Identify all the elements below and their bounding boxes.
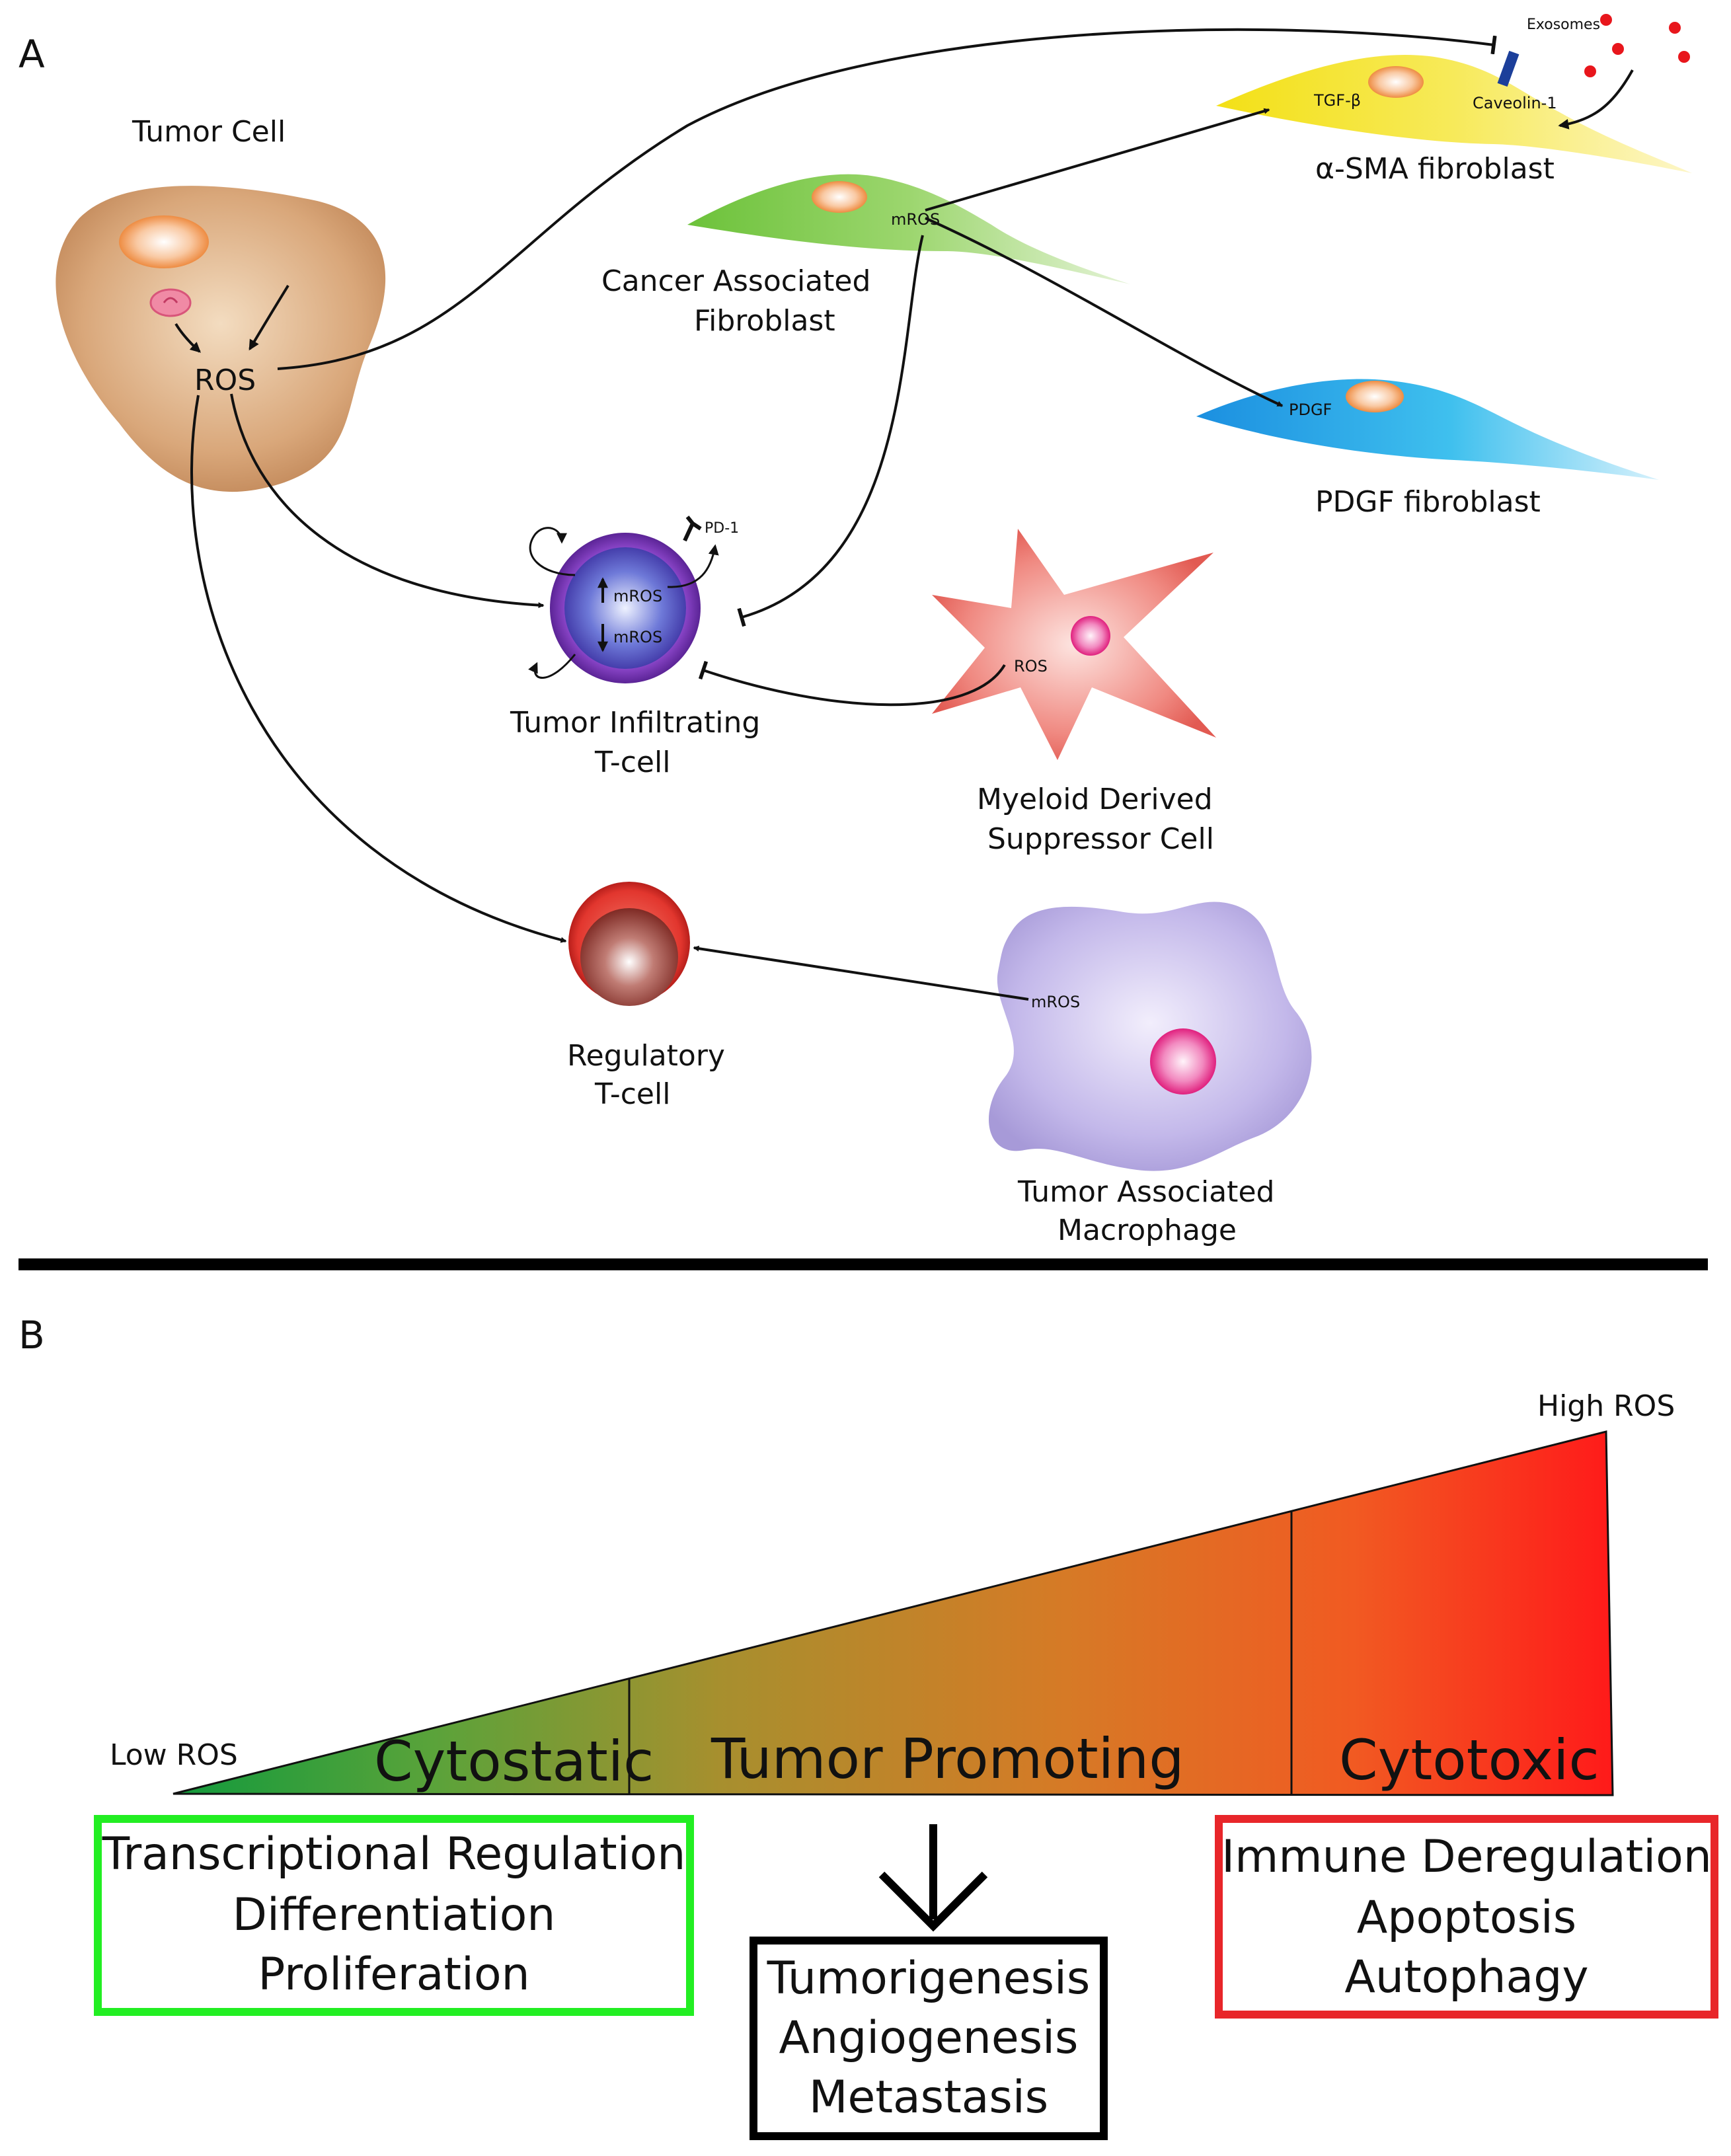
red-box-line2: Apoptosis <box>1357 1892 1576 1944</box>
arrow-ros-to-tcell <box>230 393 545 609</box>
tumor-cell: Tumor Cell ROS <box>56 115 386 492</box>
mitochondrion-icon <box>149 288 192 317</box>
sma-fibroblast-label: α-SMA fibroblast <box>1315 152 1555 186</box>
inhibit-ros-to-caveolin <box>277 28 1497 370</box>
tumor-cell-nucleus <box>119 215 209 268</box>
zone-cytostatic: Cytostatic <box>374 1729 654 1794</box>
inhibit-caf-to-tcell <box>737 235 924 627</box>
treg-label-line1: Regulatory <box>567 1039 725 1073</box>
pdgf-fibroblast: PDGF PDGF fibroblast <box>1196 379 1659 519</box>
black-box-frame <box>750 1937 1108 2140</box>
green-box-line2: Differentiation <box>233 1889 556 1941</box>
treg-inner <box>580 908 678 1006</box>
tcell-loop-arrow-bottom <box>528 654 576 679</box>
tam-label-line1: Tumor Associated <box>1017 1175 1274 1209</box>
tumor-cell-body <box>56 186 386 492</box>
tcell-mros-up-label: mROS <box>613 587 662 605</box>
tcell-label-line2: T-cell <box>594 746 670 779</box>
arrow-caf-to-sma <box>925 108 1270 212</box>
inhibit-mdsc-to-tcell <box>698 660 1006 707</box>
exosome-dot <box>1669 22 1681 34</box>
mdsc-ros-label: ROS <box>1014 657 1048 675</box>
zone-cytotoxic: Cytotoxic <box>1339 1728 1599 1792</box>
green-outcome-box: Transcriptional Regulation Differentiati… <box>94 1815 694 2016</box>
green-box-line3: Proliferation <box>258 1948 529 2001</box>
exosome-dot <box>1584 65 1596 77</box>
tumor-cell-label: Tumor Cell <box>132 115 286 149</box>
mdsc-label-line1: Myeloid Derived <box>977 783 1213 816</box>
tcell-pd1-arrow <box>667 544 719 588</box>
tam-mros-label: mROS <box>1031 993 1080 1011</box>
caf-label-line1: Cancer Associated <box>601 264 870 298</box>
red-outcome-box: Immune Deregulation Apoptosis Autophagy <box>1215 1815 1718 2019</box>
ros-gradient-wedge: Low ROS High ROS Cytostatic Tumor Promot… <box>110 1389 1675 1796</box>
arrow-mito-to-ros <box>174 323 201 353</box>
pdgf-label: PDGF <box>1289 401 1332 419</box>
tgf-beta-label: TGF-β <box>1313 91 1361 110</box>
exosomes-label: Exosomes <box>1527 17 1600 33</box>
caf-body <box>687 174 1130 284</box>
green-box-line1: Transcriptional Regulation <box>102 1828 686 1880</box>
tumor-infiltrating-tcell: mROS mROS PD-1 Tumor Infiltrating T-cell <box>510 516 760 779</box>
exosome-dot <box>1612 43 1624 55</box>
caveolin-receptor-icon <box>1497 50 1519 87</box>
mdsc-label-line2: Suppressor Cell <box>987 822 1214 856</box>
pdgf-fibroblast-nucleus <box>1346 381 1404 412</box>
panel-b-label: B <box>19 1313 45 1358</box>
pdgf-fibroblast-body <box>1196 379 1659 480</box>
black-box-line1: Tumorigenesis <box>767 1952 1091 2005</box>
tam-nucleus <box>1150 1028 1216 1095</box>
red-box-line3: Autophagy <box>1344 1951 1588 2003</box>
exosome-dot <box>1678 51 1690 63</box>
black-box-line2: Angiogenesis <box>779 2012 1079 2064</box>
ros-wedge-shape <box>173 1430 1614 1796</box>
black-outcome-box: Tumorigenesis Angiogenesis Metastasis <box>750 1937 1108 2140</box>
zone-tumor-promoting: Tumor Promoting <box>711 1726 1184 1791</box>
mdsc-nucleus <box>1071 616 1110 656</box>
tam-label-line2: Macrophage <box>1058 1213 1237 1247</box>
arrow-caf-to-pdgf <box>925 217 1284 407</box>
panel-divider <box>19 1258 1708 1270</box>
tam-body <box>989 902 1312 1171</box>
arrow-into-ros <box>249 284 289 351</box>
down-arrow-head-icon <box>878 1871 988 1932</box>
sma-fibroblast: TGF-β Caveolin-1 Exosomes α-SMA fibrobla… <box>1216 14 1692 186</box>
regulatory-tcell: Regulatory T-cell <box>567 882 725 1111</box>
low-ros-label: Low ROS <box>110 1738 238 1772</box>
arrow-exosomes-to-caveolin <box>1558 69 1634 130</box>
arrow-ros-to-treg <box>190 395 567 943</box>
myeloid-derived-suppressor-cell: ROS Myeloid Derived Suppressor Cell <box>932 529 1216 856</box>
green-box-frame <box>94 1815 694 2016</box>
arrow-tam-to-treg <box>693 945 1029 1001</box>
caf-label-line2: Fibroblast <box>694 304 835 338</box>
tumor-ros-label: ROS <box>194 364 256 397</box>
cancer-associated-fibroblast: mROS Cancer Associated Fibroblast <box>601 174 1130 338</box>
caf-mros-label: mROS <box>891 210 940 229</box>
caveolin-label: Caveolin-1 <box>1473 94 1557 112</box>
caf-nucleus <box>812 181 867 213</box>
red-box-line1: Immune Deregulation <box>1221 1831 1712 1883</box>
panel-a-label: A <box>19 32 45 77</box>
pdgf-fibroblast-label: PDGF fibroblast <box>1315 485 1541 519</box>
tumor-associated-macrophage: mROS Tumor Associated Macrophage <box>989 902 1312 1247</box>
high-ros-label: High ROS <box>1537 1389 1675 1423</box>
black-box-line3: Metastasis <box>809 2071 1048 2124</box>
tcell-label-line1: Tumor Infiltrating <box>510 706 760 740</box>
sma-fibroblast-nucleus <box>1368 66 1424 98</box>
tcell-mros-down-label: mROS <box>613 628 662 646</box>
exosome-dot <box>1600 14 1612 26</box>
pd1-label: PD-1 <box>705 520 739 537</box>
sma-fibroblast-body <box>1216 54 1692 173</box>
pd1-receptor-icon <box>683 516 702 542</box>
tcell-body <box>564 547 686 669</box>
treg-label-line2: T-cell <box>594 1077 670 1111</box>
red-box-frame <box>1215 1815 1718 2019</box>
panel-a-connectors <box>190 28 1497 1001</box>
tcell-loop-arrow-top <box>529 527 576 576</box>
